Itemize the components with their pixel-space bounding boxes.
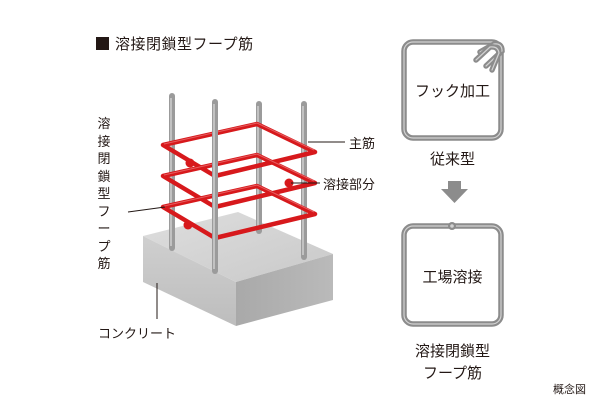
down-arrow-icon — [441, 181, 468, 203]
concrete-label: コンクリート — [98, 327, 177, 342]
vertical-label-char: 接 — [97, 134, 111, 150]
vertical-hoop-label: 溶 接 閉 鎖 型 フ ー プ 筋 — [96, 116, 112, 274]
vertical-label-char: ー — [97, 222, 111, 237]
vertical-label-char: 筋 — [97, 257, 111, 272]
conventional-hoop-diagram — [401, 39, 505, 141]
weld-part-label: 溶接部分 — [323, 178, 376, 193]
vertical-label-char: フ — [97, 204, 111, 220]
vertical-label-char: 鎖 — [97, 169, 111, 185]
weld-points — [183, 158, 294, 230]
new-caption-line1: 溶接閉鎖型 — [414, 342, 490, 360]
vertical-label-char: プ — [97, 239, 111, 255]
vertical-label-char: 閉 — [97, 152, 111, 167]
vertical-label-char: 溶 — [97, 117, 111, 132]
figure-title: 溶接閉鎖型フープ筋 — [96, 33, 254, 53]
hook-process-text: フック加工 — [414, 82, 490, 100]
leader-lines — [127, 141, 345, 319]
factory-weld-text: 工場溶接 — [422, 268, 483, 286]
title-square-icon — [96, 36, 109, 50]
vertical-label-char: 型 — [97, 187, 111, 202]
concrete-block — [143, 212, 333, 326]
main-bar-front — [212, 99, 218, 274]
new-caption-line2: フープ筋 — [422, 364, 483, 382]
concept-note: 概念図 — [553, 383, 586, 396]
title-text: 溶接閉鎖型フープ筋 — [115, 34, 254, 53]
main-bar-label: 主筋 — [349, 137, 376, 152]
conventional-caption: 従来型 — [429, 150, 475, 168]
welded-hoop-diagram — [401, 222, 504, 327]
